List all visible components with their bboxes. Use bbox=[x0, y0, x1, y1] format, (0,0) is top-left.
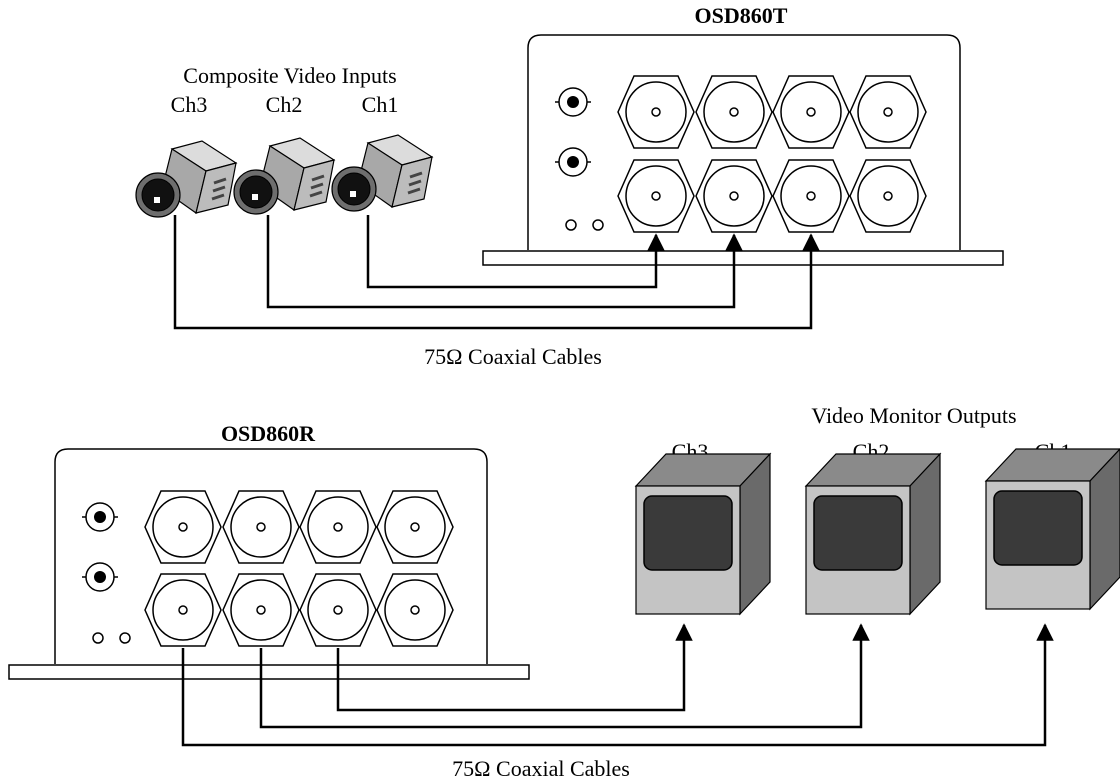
input-ch2-label: Ch2 bbox=[266, 92, 303, 117]
osd860t-bnc-top-3 bbox=[772, 75, 850, 149]
cable-input-ch2 bbox=[266, 215, 743, 309]
cable-input-ch3 bbox=[173, 215, 820, 330]
outputs-heading: Video Monitor Outputs bbox=[811, 403, 1016, 428]
osd860r-unit bbox=[8, 448, 530, 680]
camera-ch3-icon bbox=[134, 139, 238, 219]
osd860t-base-plate bbox=[482, 250, 1004, 266]
monitor-ch2-icon bbox=[805, 453, 941, 615]
osd860r-led-1 bbox=[92, 632, 104, 644]
osd860r-bnc-top-2 bbox=[222, 490, 300, 564]
osd860t-bnc-top-4 bbox=[849, 75, 927, 149]
osd860r-bnc-top-4 bbox=[376, 490, 454, 564]
top-cables-label: 75Ω Coaxial Cables bbox=[424, 344, 602, 369]
cable-output-ch2 bbox=[259, 623, 870, 729]
cable-output-ch3 bbox=[336, 623, 693, 712]
osd860t-bnc-bottom-2 bbox=[695, 159, 773, 233]
osd860r-bnc-top-1 bbox=[144, 490, 222, 564]
osd860t-led-1 bbox=[565, 219, 577, 231]
cable-output-ch1 bbox=[181, 623, 1054, 747]
input-ch3-label: Ch3 bbox=[171, 92, 208, 117]
monitor-ch1-icon bbox=[985, 448, 1120, 610]
osd860r-base-plate bbox=[8, 664, 530, 680]
osd860r-bnc-bottom-3 bbox=[299, 573, 377, 647]
osd860t-bnc-bottom-3 bbox=[772, 159, 850, 233]
camera-ch1-icon bbox=[330, 133, 434, 213]
osd860t-unit bbox=[482, 34, 1004, 266]
osd860r-led-2 bbox=[119, 632, 131, 644]
camera-ch2-icon bbox=[232, 136, 336, 216]
bottom-cables-label: 75Ω Coaxial Cables bbox=[452, 756, 630, 781]
cable-input-ch1 bbox=[366, 215, 665, 289]
osd860r-bnc-top-3 bbox=[299, 490, 377, 564]
input-ch1-label: Ch1 bbox=[362, 92, 399, 117]
monitor-ch3-icon bbox=[635, 453, 771, 615]
osd860t-bnc-bottom-4 bbox=[849, 159, 927, 233]
osd860t-bnc-bottom-1 bbox=[617, 159, 695, 233]
osd860r-title: OSD860R bbox=[221, 421, 316, 446]
osd860r-bnc-bottom-2 bbox=[222, 573, 300, 647]
osd860t-led-2 bbox=[592, 219, 604, 231]
inputs-heading: Composite Video Inputs bbox=[183, 63, 396, 88]
osd860r-bnc-bottom-4 bbox=[376, 573, 454, 647]
osd860t-bnc-top-2 bbox=[695, 75, 773, 149]
osd860r-bnc-bottom-1 bbox=[144, 573, 222, 647]
osd860t-title: OSD860T bbox=[695, 3, 788, 28]
osd860t-bnc-top-1 bbox=[617, 75, 695, 149]
